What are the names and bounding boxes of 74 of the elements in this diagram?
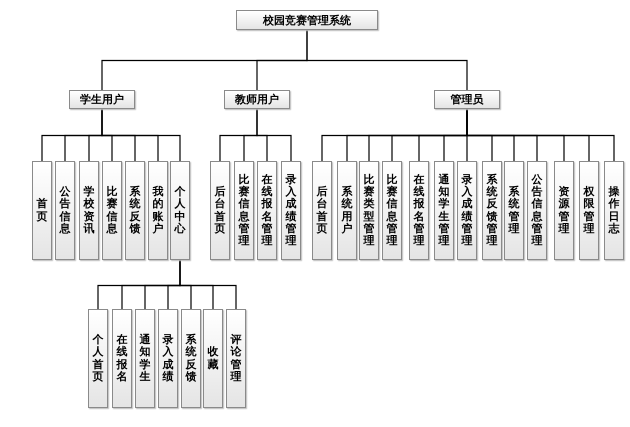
menu-label: 后台首页 (316, 186, 328, 235)
menu-box (55, 161, 75, 260)
menu-box (226, 309, 246, 408)
menu-box (170, 161, 190, 260)
menu-label: 系统反馈 (186, 334, 196, 383)
menu-box (281, 161, 301, 260)
menu-label: 通知学生 (140, 334, 150, 383)
menu-box (434, 161, 454, 260)
connector-line (256, 109, 292, 161)
menu-label: 在线报名管理 (262, 174, 272, 247)
menu-box (210, 161, 230, 260)
menu-label: 收藏 (208, 346, 218, 371)
module-label: 学生用户 (80, 92, 124, 107)
menu-label: 录入成绩管理 (462, 174, 472, 247)
menu-label: 资源管理 (558, 186, 570, 235)
menu-label: 个人中心 (174, 186, 186, 235)
menu-box (102, 161, 122, 260)
menu-box (158, 309, 178, 408)
menu-label: 在线报名 (116, 334, 128, 383)
menu-box (604, 161, 624, 260)
module-box (224, 90, 290, 109)
menu-box (135, 309, 155, 408)
menu-label: 后台首页 (214, 186, 226, 235)
menu-box (554, 161, 574, 260)
menu-box (382, 161, 402, 260)
menu-box (359, 161, 379, 260)
menu-box (504, 161, 524, 260)
module-box (434, 90, 500, 109)
menu-box (148, 161, 168, 260)
connector-line (306, 30, 468, 90)
menu-label: 比赛信息 (106, 186, 118, 235)
module-label: 校园竞赛管理系统 (263, 12, 351, 28)
menu-label: 我的账户 (152, 186, 164, 235)
menu-box (203, 309, 223, 408)
menu-label: 比赛类型管理 (364, 174, 374, 247)
menu-label: 比赛信息管理 (238, 174, 250, 247)
menu-box (482, 161, 502, 260)
menu-label: 系统管理 (508, 186, 520, 235)
menu-label: 权限管理 (584, 186, 594, 235)
menu-label: 个人首页 (92, 334, 104, 383)
menu-box (337, 161, 357, 260)
menu-box (409, 161, 429, 260)
menu-label: 录入成绩 (162, 334, 174, 383)
menu-label: 通知学生管理 (438, 174, 450, 247)
menu-box (579, 161, 599, 260)
menu-label: 系统反馈 (130, 186, 140, 235)
menu-label: 公告信息 (60, 186, 70, 235)
menu-label: 评论管理 (230, 334, 242, 383)
menu-label: 操作日志 (608, 186, 620, 235)
menu-box (234, 161, 254, 260)
menu-box (125, 161, 145, 260)
menu-box (257, 161, 277, 260)
module-box (236, 10, 378, 30)
menu-box (88, 309, 108, 408)
menu-label: 系统用户 (342, 186, 352, 235)
connector-line (179, 260, 237, 309)
menu-box (112, 309, 132, 408)
menu-label: 首页 (36, 198, 48, 223)
menu-box (79, 161, 99, 260)
menu-label: 在线报名管理 (414, 174, 424, 247)
menu-box (457, 161, 477, 260)
module-box (69, 90, 135, 109)
menu-box (312, 161, 332, 260)
module-label: 教师用户 (235, 92, 279, 107)
menu-box (527, 161, 547, 260)
menu-label: 学校资讯 (84, 186, 94, 235)
menu-label: 比赛信息管理 (386, 174, 398, 247)
menu-label: 录入成绩管理 (286, 174, 296, 247)
menu-box (181, 309, 201, 408)
menu-label: 公告信息管理 (532, 174, 542, 247)
module-label: 管理员 (450, 92, 484, 107)
connector-line (101, 109, 181, 161)
menu-box (32, 161, 52, 260)
menu-label: 系统反馈管理 (486, 174, 498, 247)
